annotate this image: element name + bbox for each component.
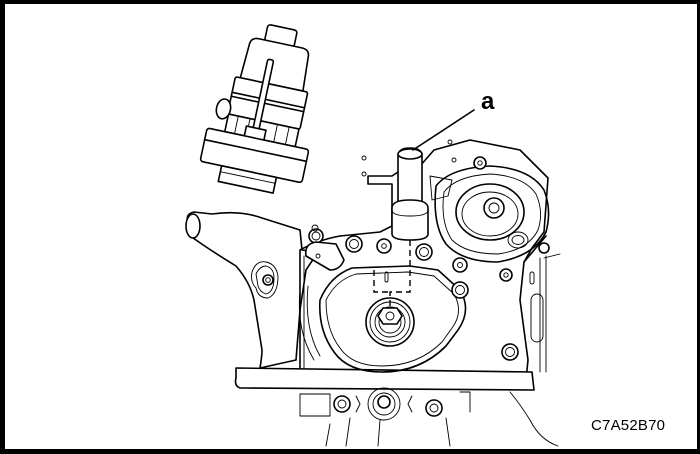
special-tool: [391, 147, 429, 241]
callout-leader: [412, 109, 475, 151]
figure-code: C7A52B70: [591, 417, 666, 434]
housing-body: [186, 211, 319, 369]
callout-label-a: a: [481, 88, 495, 115]
lower-gear: [299, 387, 559, 447]
cover-bolts: [304, 139, 550, 361]
water-pump: [429, 165, 550, 263]
oil-filter-housing: [199, 24, 310, 194]
engine-front-cover-illustration: [185, 24, 561, 447]
oil-pan-rail: [234, 367, 535, 391]
